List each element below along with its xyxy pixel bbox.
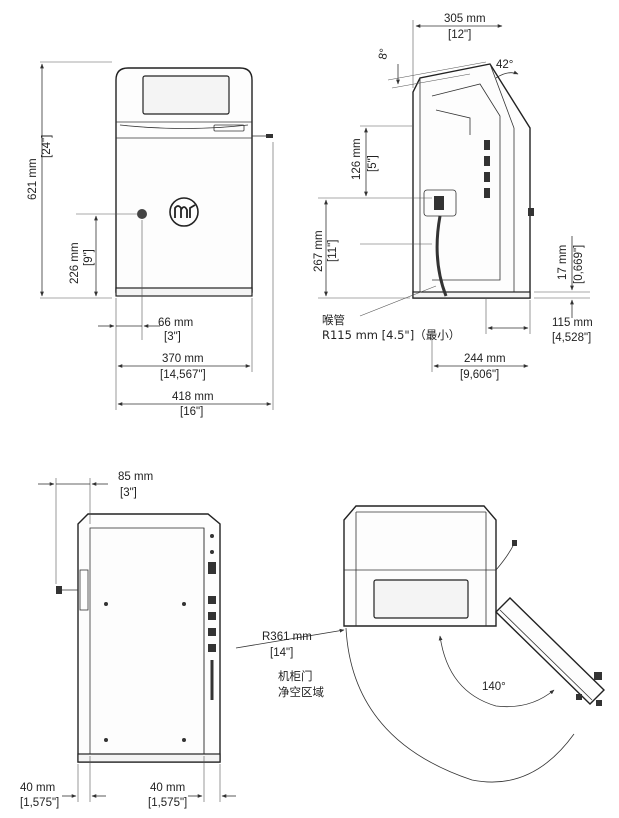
screen-angle: 42° bbox=[496, 59, 513, 71]
front-view: 621 mm [24"] 226 mm [9"] 66 mm [3"] 370 … bbox=[27, 61, 274, 418]
total-width-mm: 418 mm bbox=[172, 391, 214, 403]
h267-mm: 267 mm bbox=[313, 230, 325, 272]
port-height-in: [9"] bbox=[83, 249, 95, 266]
dim-total-width: 418 mm [16"] bbox=[117, 142, 274, 418]
right-mm: 40 mm bbox=[150, 782, 185, 794]
door-label-1: 机柜门 bbox=[278, 669, 313, 683]
dim-screen-angle: 42° bbox=[495, 59, 519, 79]
h17-in: [0,669"] bbox=[573, 245, 585, 284]
dim-tilt-angle: 8° bbox=[377, 48, 487, 89]
h17-mm: 17 mm bbox=[557, 245, 569, 280]
rear-cabinet bbox=[56, 513, 221, 763]
dim-depth-top: 305 mm [12"] bbox=[412, 13, 503, 88]
clearance-arc: 140° bbox=[345, 627, 575, 783]
dim-left: 40 mm [1,575"] bbox=[20, 756, 106, 809]
d244-mm: 244 mm bbox=[464, 353, 506, 365]
d85-in: [3"] bbox=[120, 487, 137, 499]
left-mm: 40 mm bbox=[20, 782, 55, 794]
d115-mm: 115 mm bbox=[552, 317, 593, 329]
body-width-in: [14,567"] bbox=[160, 369, 206, 381]
dim-h267: 267 mm [11"] bbox=[313, 197, 432, 299]
open-door bbox=[495, 597, 605, 706]
nozzle-radius: R115 mm [4.5"]（最小） bbox=[322, 328, 460, 342]
radius-callout: R361 mm [14"] 机柜门 净空区域 bbox=[235, 628, 345, 699]
nozzle-callout: 喉管 R115 mm [4.5"]（最小） bbox=[322, 285, 460, 342]
port-height-mm: 226 mm bbox=[69, 242, 81, 284]
depth-top-in: [12"] bbox=[448, 29, 471, 41]
radius-in: [14"] bbox=[270, 647, 293, 659]
dim-h126: 126 mm [5"] bbox=[351, 125, 432, 199]
port-offset-mm: 66 mm bbox=[158, 317, 193, 329]
dim-d244: 244 mm [9,606"] bbox=[431, 330, 529, 381]
front-cabinet bbox=[115, 67, 273, 297]
dim-d85: 85 mm [3"] bbox=[38, 471, 153, 584]
door-label-2: 净空区域 bbox=[278, 685, 324, 699]
door-angle: 140° bbox=[482, 681, 506, 693]
front-height-in: [24"] bbox=[41, 135, 53, 158]
dim-port-height: 226 mm [9"] bbox=[69, 213, 138, 297]
front-port bbox=[137, 209, 147, 219]
top-view: 140° R361 mm [14"] 机柜门 净空区域 bbox=[235, 505, 605, 783]
d244-in: [9,606"] bbox=[460, 369, 499, 381]
d85-mm: 85 mm bbox=[118, 471, 153, 483]
left-in: [1,575"] bbox=[20, 797, 59, 809]
nozzle-label: 喉管 bbox=[322, 313, 345, 327]
dim-h17: 17 mm [0,669"] bbox=[534, 236, 590, 318]
body-width-mm: 370 mm bbox=[162, 353, 204, 365]
radius-mm: R361 mm bbox=[262, 631, 312, 643]
dim-d115: 115 mm [4,528"] bbox=[485, 298, 593, 344]
rear-view: 85 mm [3"] 40 mm [1,575"] 40 mm [1,575"] bbox=[20, 471, 236, 809]
d115-in: [4,528"] bbox=[552, 332, 591, 344]
h126-mm: 126 mm bbox=[351, 138, 363, 180]
side-cabinet bbox=[412, 63, 534, 299]
top-cabinet bbox=[343, 505, 517, 627]
dim-right: 40 mm [1,575"] bbox=[148, 756, 236, 809]
dim-port-offset: 66 mm [3"] bbox=[98, 220, 193, 410]
h126-in: [5"] bbox=[367, 155, 379, 172]
dim-front-height: 621 mm [24"] bbox=[27, 61, 112, 299]
right-in: [1,575"] bbox=[148, 797, 187, 809]
h267-in: [11"] bbox=[327, 240, 339, 262]
depth-top-mm: 305 mm bbox=[444, 13, 486, 25]
logo-emblem bbox=[169, 197, 199, 227]
port-offset-in: [3"] bbox=[164, 331, 181, 343]
tilt-angle: 8° bbox=[377, 48, 391, 61]
dim-body-width: 370 mm [14,567"] bbox=[117, 298, 253, 381]
side-view: 305 mm [12"] 8° 42° 126 mm [5"] bbox=[313, 13, 593, 381]
total-width-in: [16"] bbox=[180, 406, 203, 418]
front-height-mm: 621 mm bbox=[27, 158, 39, 200]
